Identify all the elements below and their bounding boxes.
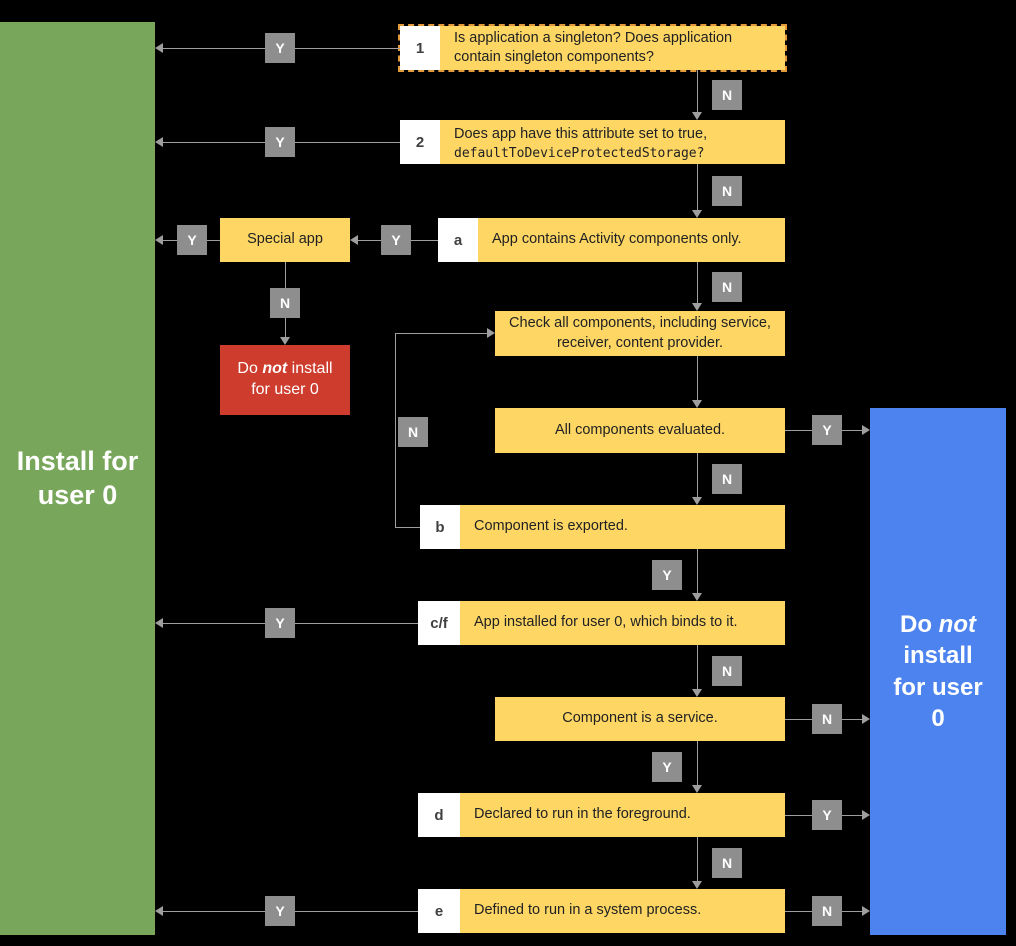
node-cf-number: c/f (418, 601, 460, 645)
edge-line (395, 333, 487, 334)
edge-line (697, 164, 698, 210)
arrow-down-icon (692, 785, 702, 793)
yes-badge: Y (265, 896, 295, 926)
no-badge: N (712, 656, 742, 686)
edge-line (697, 549, 698, 593)
node-d-number: d (418, 793, 460, 837)
no-badge: N (712, 272, 742, 302)
arrow-down-icon (692, 881, 702, 889)
red-node-label: Do not install for user 0 (233, 359, 337, 401)
no-badge: N (712, 176, 742, 206)
edge-line (697, 356, 698, 400)
no-badge: N (712, 848, 742, 878)
node-check-all-components: Check all components, including service,… (495, 311, 785, 356)
node-b-component-exported: b Component is exported. (420, 505, 785, 549)
arrow-down-icon (692, 497, 702, 505)
arrow-right-icon (862, 714, 870, 724)
red-text-rest: install for user 0 (251, 360, 333, 398)
arrow-left-icon (155, 43, 163, 53)
node-2-protected-storage: 2 Does app have this attribute set to tr… (400, 120, 785, 164)
node-do-not-install-special: Do not install for user 0 (220, 345, 350, 415)
node-cf-label: App installed for user 0, which binds to… (460, 601, 785, 645)
node-b-label: Component is exported. (460, 505, 785, 549)
arrow-left-icon (350, 235, 358, 245)
node-d-label: Declared to run in the foreground. (460, 793, 785, 837)
yes-badge: Y (652, 752, 682, 782)
arrow-left-icon (155, 618, 163, 628)
edge-line (697, 453, 698, 497)
check-components-label: Check all components, including service,… (509, 315, 771, 351)
no-badge: N (270, 288, 300, 318)
node-2-attribute-code: defaultToDeviceProtectedStorage? (454, 146, 705, 162)
no-badge: N (812, 896, 842, 926)
node-a-number: a (438, 218, 478, 262)
edge-line (395, 333, 396, 527)
arrow-right-icon (487, 328, 495, 338)
arrow-right-icon (862, 425, 870, 435)
node-2-text: Does app have this attribute set to true… (454, 126, 708, 142)
arrow-down-icon (280, 337, 290, 345)
red-text-pre: Do (237, 360, 258, 378)
yes-badge: Y (381, 225, 411, 255)
arrow-left-icon (155, 906, 163, 916)
edge-line (697, 741, 698, 785)
blue-text-rest: install for user 0 (893, 642, 983, 732)
edge-line (697, 645, 698, 689)
edge-line (697, 262, 698, 303)
node-2-number: 2 (400, 120, 440, 164)
node-1-label: Is application a singleton? Does applica… (440, 26, 785, 70)
node-special-app: Special app (220, 218, 350, 262)
arrow-left-icon (155, 137, 163, 147)
node-e-system-process: e Defined to run in a system process. (418, 889, 785, 933)
yes-badge: Y (812, 800, 842, 830)
arrow-down-icon (692, 689, 702, 697)
arrow-right-icon (862, 906, 870, 916)
blue-text-not: not (938, 611, 976, 639)
arrow-down-icon (692, 303, 702, 311)
arrow-down-icon (692, 400, 702, 408)
node-e-number: e (418, 889, 460, 933)
no-badge: N (398, 417, 428, 447)
node-1-number: 1 (400, 26, 440, 70)
no-badge: N (712, 80, 742, 110)
arrow-left-icon (155, 235, 163, 245)
terminal-install-label: Install for user 0 (16, 445, 139, 510)
arrow-down-icon (692, 112, 702, 120)
yes-badge: Y (812, 415, 842, 445)
special-app-label: Special app (247, 231, 323, 248)
service-label: Component is a service. (562, 710, 718, 727)
node-all-components-evaluated: All components evaluated. (495, 408, 785, 453)
red-text-not: not (262, 360, 288, 378)
no-badge: N (812, 704, 842, 734)
terminal-install-for-user0: Install for user 0 (0, 22, 155, 935)
edge-line (697, 70, 698, 112)
node-2-label: Does app have this attribute set to true… (440, 120, 785, 164)
node-1-singleton: 1 Is application a singleton? Does appli… (398, 24, 787, 72)
all-evaluated-label: All components evaluated. (554, 421, 726, 438)
blue-text-pre: Do (900, 611, 932, 639)
node-a-label: App contains Activity components only. (478, 218, 785, 262)
edge-line (697, 837, 698, 881)
node-component-is-service: Component is a service. (495, 697, 785, 741)
terminal-no-install-label: Do not install for user 0 (892, 609, 984, 734)
node-d-foreground: d Declared to run in the foreground. (418, 793, 785, 837)
no-badge: N (712, 464, 742, 494)
yes-badge: Y (265, 33, 295, 63)
node-a-activity-only: a App contains Activity components only. (438, 218, 785, 262)
terminal-do-not-install-user0: Do not install for user 0 (870, 408, 1006, 935)
node-e-label: Defined to run in a system process. (460, 889, 785, 933)
edge-line (395, 527, 420, 528)
arrow-right-icon (862, 810, 870, 820)
node-b-number: b (420, 505, 460, 549)
arrow-down-icon (692, 593, 702, 601)
yes-badge: Y (265, 608, 295, 638)
node-cf-app-binds: c/f App installed for user 0, which bind… (418, 601, 785, 645)
yes-badge: Y (265, 127, 295, 157)
yes-badge: Y (177, 225, 207, 255)
yes-badge: Y (652, 560, 682, 590)
arrow-down-icon (692, 210, 702, 218)
